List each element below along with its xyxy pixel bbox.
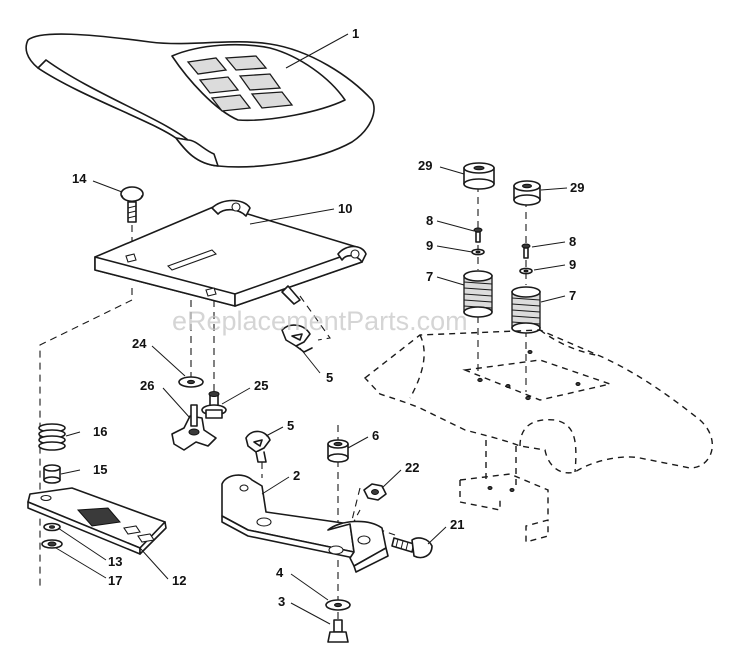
leader-lines	[55, 33, 568, 625]
callout-6: 6	[372, 428, 379, 443]
carriage-bolt-part-14[interactable]	[120, 186, 144, 223]
callout-13: 13	[108, 554, 122, 569]
callout-14: 14	[72, 171, 87, 186]
callout-21: 21	[450, 517, 464, 532]
bushing-part-6[interactable]	[327, 439, 349, 463]
hex-nut-part-22[interactable]	[363, 483, 387, 501]
callout-2: 2	[293, 468, 300, 483]
spring-part-7-left[interactable]	[463, 270, 493, 318]
callout-7-left: 7	[426, 269, 433, 284]
spacer-part-29-left[interactable]	[463, 162, 495, 190]
callout-16: 16	[93, 424, 107, 439]
bolt-part-3[interactable]	[327, 619, 349, 643]
seat-part-1[interactable]	[25, 33, 375, 168]
callout-labels: 1 10 14 24 26 25 5 5 6 22 2 21 16 15 12 …	[72, 26, 584, 609]
shoulder-bolt-part-21[interactable]	[391, 537, 433, 559]
slide-bracket-part-12[interactable]	[27, 487, 167, 555]
callout-10: 10	[338, 201, 352, 216]
callout-17: 17	[108, 573, 122, 588]
clip-part-5-upper[interactable]	[281, 324, 313, 353]
spring-part-16[interactable]	[38, 423, 66, 451]
callout-29-right: 29	[570, 180, 584, 195]
callout-5-upper: 5	[326, 370, 333, 385]
shoulder-bolt-part-25[interactable]	[201, 391, 227, 419]
pivot-bracket-part-2[interactable]	[221, 474, 389, 573]
spring-part-7-right[interactable]	[511, 286, 541, 334]
knob-part-26[interactable]	[171, 404, 217, 451]
washer-part-24[interactable]	[178, 376, 204, 388]
callout-15: 15	[93, 462, 107, 477]
callout-4: 4	[276, 565, 284, 580]
washer-part-13[interactable]	[43, 522, 61, 532]
callout-24: 24	[132, 336, 147, 351]
spacer-part-29-right[interactable]	[513, 180, 541, 206]
callout-5-lower: 5	[287, 418, 294, 433]
callout-7-right: 7	[569, 288, 576, 303]
callout-8-right: 8	[569, 234, 576, 249]
watermark-text: eReplacementParts.com	[172, 306, 468, 336]
washer-part-9-right[interactable]	[519, 267, 533, 275]
callout-22: 22	[405, 460, 419, 475]
callout-1: 1	[352, 26, 359, 41]
tractor-frame-reference	[363, 329, 714, 543]
flange-nut-part-17[interactable]	[41, 539, 63, 549]
screw-part-8-right[interactable]	[521, 243, 531, 259]
callout-8-left: 8	[426, 213, 433, 228]
callout-12: 12	[172, 573, 186, 588]
screw-part-8-left[interactable]	[473, 227, 483, 243]
seat-pan-part-10[interactable]	[94, 199, 367, 307]
callout-29-left: 29	[418, 158, 432, 173]
callout-9-right: 9	[569, 257, 576, 272]
callout-25: 25	[254, 378, 268, 393]
callout-3: 3	[278, 594, 285, 609]
washer-part-9-left[interactable]	[471, 248, 485, 256]
callout-26: 26	[140, 378, 154, 393]
clip-part-5-lower[interactable]	[245, 430, 271, 463]
bushing-part-15[interactable]	[43, 464, 61, 484]
washer-part-4[interactable]	[325, 599, 351, 611]
callout-9-left: 9	[426, 238, 433, 253]
